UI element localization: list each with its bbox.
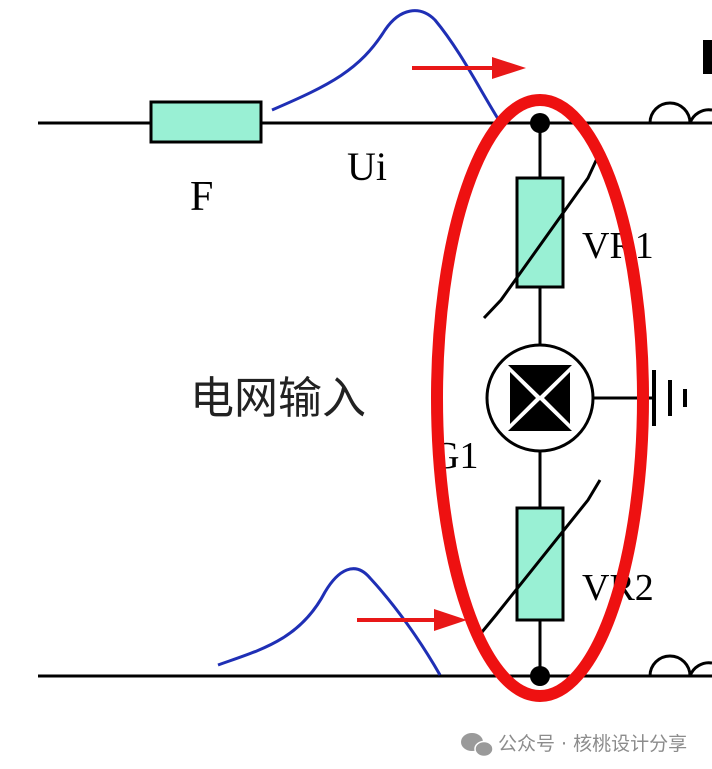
varistor-vr2 <box>480 479 602 633</box>
bottom-inductor <box>648 654 712 677</box>
bottom-junction-dot <box>530 666 550 686</box>
top-surge-curve <box>271 9 502 123</box>
top-inductor <box>648 101 712 124</box>
input-voltage-label: Ui <box>347 144 387 189</box>
watermark: 公众号 · 核桃设计分享 <box>461 733 687 758</box>
bottom-surge-arrow <box>357 609 467 631</box>
top-junction-dot <box>530 113 550 133</box>
cropped-right-label <box>703 40 712 74</box>
fuse <box>149 100 263 144</box>
grid-input-label: 电网输入 <box>190 373 366 424</box>
gas-discharge-tube-g1 <box>485 343 595 453</box>
top-surge-arrow <box>412 57 526 79</box>
varistor-vr1-label: VR1 <box>582 225 654 267</box>
highlight-ellipse <box>431 94 649 702</box>
fuse-label: F <box>190 174 213 220</box>
varistor-vr1 <box>482 151 602 320</box>
bottom-surge-curve <box>217 567 442 676</box>
wechat-icon <box>461 733 494 758</box>
watermark-text: 公众号 · 核桃设计分享 <box>498 733 687 755</box>
